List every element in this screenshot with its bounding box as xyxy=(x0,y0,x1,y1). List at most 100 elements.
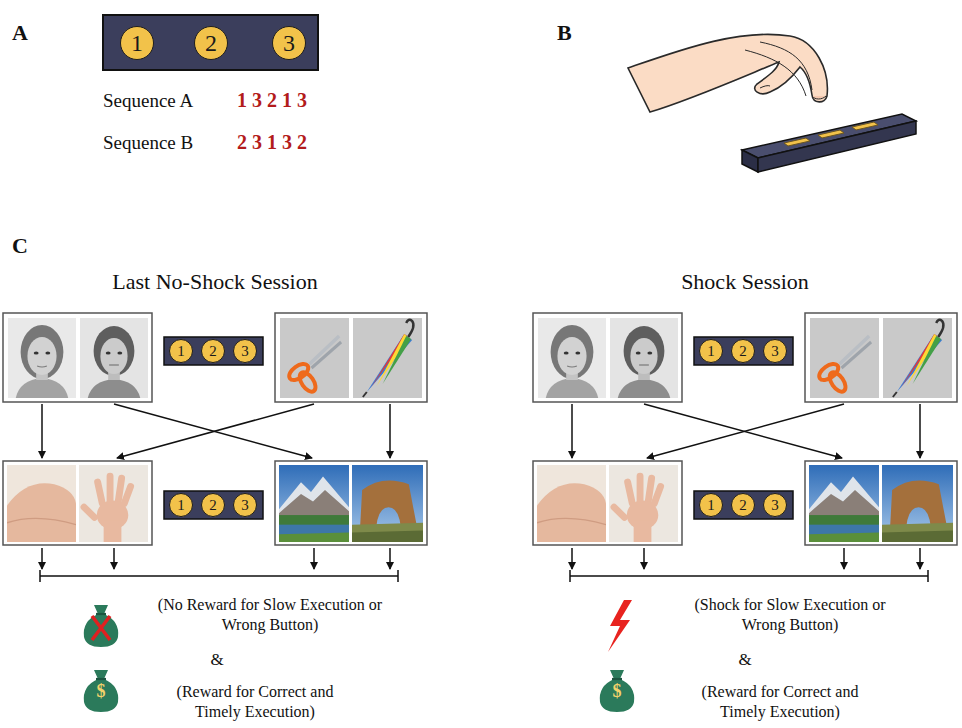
money-bag-icon xyxy=(600,670,634,712)
mapping-arrows xyxy=(919,404,921,458)
button-circle: 2 xyxy=(194,26,228,60)
button-number: 3 xyxy=(771,498,779,513)
mapping-arrows xyxy=(647,404,844,458)
outcome-note: (Reward for Correct and Timely Execution… xyxy=(698,682,862,721)
button-box xyxy=(694,491,793,519)
hand-illustration xyxy=(745,50,806,96)
mapping-arrows xyxy=(843,548,845,569)
hand-illustration xyxy=(742,150,758,172)
button-circle: 3 xyxy=(763,493,787,517)
mapping-arrows xyxy=(919,548,921,569)
scene-photo xyxy=(279,465,349,542)
session-left xyxy=(3,313,427,712)
hand-illustration xyxy=(628,34,916,172)
image-frame xyxy=(805,461,957,545)
button-number: 2 xyxy=(209,344,217,359)
face-photo xyxy=(538,318,606,398)
outcome-note: (No Reward for Slow Execution or Wrong B… xyxy=(150,595,390,634)
button-box xyxy=(164,491,263,519)
mapping-arrows xyxy=(389,404,391,458)
button-circle: 1 xyxy=(699,339,723,363)
button-number: 2 xyxy=(739,498,747,513)
button-box xyxy=(694,337,793,365)
button-number: 1 xyxy=(707,344,715,359)
button-circle: 1 xyxy=(169,493,193,517)
mapping-arrows xyxy=(571,548,573,569)
session-right xyxy=(533,313,957,712)
panel-letter: A xyxy=(12,20,28,47)
button-number: 1 xyxy=(177,344,185,359)
hand-illustration xyxy=(760,42,812,90)
button-number: 1 xyxy=(177,498,185,513)
session-title: Shock Session xyxy=(585,269,905,296)
hand-illustration xyxy=(818,130,844,138)
sequence-digits: 1 3 2 1 3 xyxy=(237,88,307,112)
button-number: 3 xyxy=(241,498,249,513)
button-box xyxy=(103,15,318,70)
mapping-arrows xyxy=(570,404,928,582)
mapping-arrows xyxy=(40,404,398,582)
body-photo xyxy=(537,465,606,542)
button-circle: 1 xyxy=(169,339,193,363)
mapping-arrows xyxy=(389,548,391,569)
outcome-note: (Shock for Slow Execution or Wrong Butto… xyxy=(692,595,888,634)
panel-letter: C xyxy=(12,233,28,260)
button-circle: 2 xyxy=(201,339,225,363)
face-photo xyxy=(610,318,678,398)
button-number: 3 xyxy=(283,31,295,55)
scene-photo xyxy=(352,465,423,542)
shock-icon xyxy=(608,600,632,652)
hand-illustration xyxy=(760,86,770,88)
button-number: 2 xyxy=(205,31,217,55)
face-photo xyxy=(80,318,148,398)
button-number: 2 xyxy=(739,344,747,359)
button-number: 1 xyxy=(131,31,143,55)
image-frame xyxy=(275,313,427,402)
button-number: 2 xyxy=(209,498,217,513)
button-circle: 2 xyxy=(731,339,755,363)
button-circle: 3 xyxy=(763,339,787,363)
object-photo xyxy=(280,318,349,398)
button-circle: 2 xyxy=(731,493,755,517)
mapping-arrows xyxy=(40,570,398,582)
face-photo xyxy=(8,318,76,398)
hand-illustration xyxy=(628,34,827,112)
button-box xyxy=(164,337,263,365)
mapping-arrows xyxy=(41,548,43,569)
sequence-name: Sequence B xyxy=(103,131,193,154)
button-circle: 3 xyxy=(233,493,257,517)
mapping-arrows xyxy=(643,548,645,569)
sequence-digits: 2 3 1 3 2 xyxy=(237,130,307,154)
image-frame xyxy=(533,461,682,545)
mapping-arrows xyxy=(113,548,115,569)
button-circle: 3 xyxy=(272,26,306,60)
panel-letter: B xyxy=(557,20,572,47)
hand-illustration xyxy=(758,121,916,172)
sequence-name: Sequence A xyxy=(103,89,193,112)
button-circle: 3 xyxy=(233,339,257,363)
conjunction: & xyxy=(733,650,757,671)
conjunction: & xyxy=(205,650,229,671)
mapping-arrows xyxy=(41,404,43,458)
image-frame xyxy=(805,313,957,402)
button-circle: 1 xyxy=(699,493,723,517)
button-number: 3 xyxy=(771,344,779,359)
scene-photo xyxy=(809,465,879,542)
button-number: 3 xyxy=(241,344,249,359)
image-frame xyxy=(275,461,427,545)
money-bag-icon xyxy=(84,605,118,647)
hand-illustration xyxy=(812,96,826,99)
mapping-arrows xyxy=(570,570,928,582)
image-frame xyxy=(533,313,682,402)
body-photo xyxy=(609,465,678,542)
session-title: Last No-Shock Session xyxy=(55,269,375,296)
scene-photo xyxy=(882,465,953,542)
hand-illustration xyxy=(784,138,810,146)
object-photo xyxy=(810,318,879,398)
body-photo xyxy=(7,465,76,542)
money-bag-icon xyxy=(84,670,118,712)
object-photo xyxy=(883,318,952,398)
object-photo xyxy=(353,318,422,398)
image-frame xyxy=(3,461,152,545)
